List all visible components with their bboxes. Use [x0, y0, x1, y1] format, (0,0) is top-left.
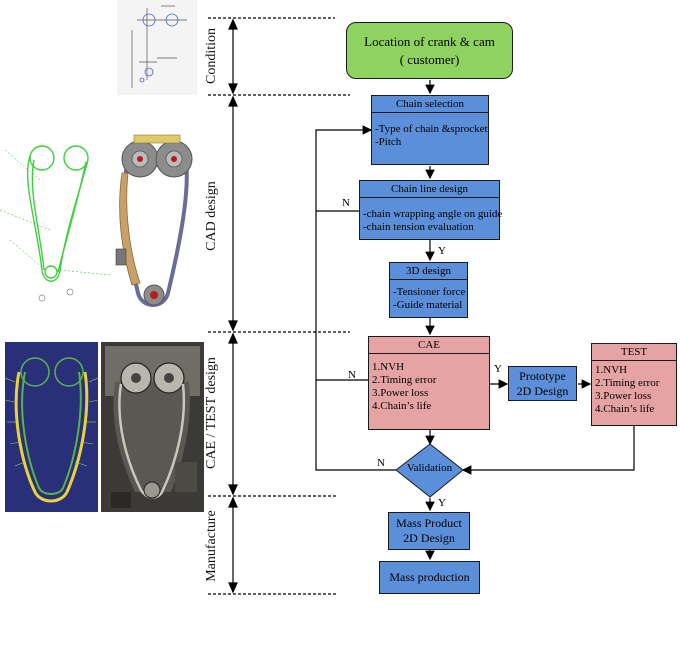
phase-span-arrows: [228, 18, 238, 594]
test-title: TEST: [592, 344, 676, 361]
phase-manufacture: Manufacture: [204, 510, 219, 582]
chain-selection-box: Chain selection -Type of chain &sprocket…: [371, 95, 489, 165]
start-line1: Location of crank & cam: [364, 34, 495, 49]
chain-selection-title: Chain selection: [372, 96, 488, 113]
mass-production-label: Mass production: [389, 570, 470, 584]
cae-box: CAE 1.NVH 2.Timing error 3.Power loss 4.…: [368, 336, 490, 430]
chain-selection-item: -Pitch: [375, 136, 402, 148]
test-item: 3.Power loss: [595, 390, 652, 402]
chain-simulation-mesh: [5, 342, 98, 512]
cae-item: 3.Power loss: [372, 387, 429, 399]
mass-product-box: Mass Product 2D Design: [388, 512, 470, 550]
chain-line-wireframe: [0, 145, 111, 302]
test-box: TEST 1.NVH 2.Timing error 3.Power loss 4…: [591, 343, 677, 426]
cae-item: 2.Timing error: [372, 374, 437, 386]
chain-line-item: -chain wrapping angle on guide: [363, 208, 503, 220]
edge-label-yes: Y: [438, 245, 446, 257]
cae-item: 4.Chain’s life: [372, 400, 432, 412]
test-item: 2.Timing error: [595, 377, 660, 389]
phase-cad-design: CAD design: [204, 181, 219, 251]
chain-line-design-box: Chain line design -chain wrapping angle …: [359, 180, 503, 240]
flow-connectors: [208, 17, 635, 595]
chain-selection-item: -Type of chain &sprocket: [375, 123, 488, 135]
design-3d-box: 3D design -Tensioner force -Guide materi…: [389, 262, 468, 318]
edge-label-no: N: [348, 369, 356, 381]
prototype-line2: 2D Design: [516, 383, 569, 398]
mass-product-line2: 2D Design: [403, 531, 455, 545]
edge-label-yes: Y: [438, 497, 446, 509]
phase-separators: [208, 17, 350, 595]
start-box: Location of crank & cam ( customer): [346, 22, 513, 79]
crank-cam-layout-drawing: [117, 0, 197, 95]
test-item: 1.NVH: [595, 364, 628, 376]
prototype-box: Prototype 2D Design: [508, 366, 577, 401]
design-3d-title: 3D design: [390, 263, 467, 280]
edge-label-no: N: [377, 457, 385, 469]
cae-item: 1.NVH: [372, 361, 405, 373]
test-item: 4.Chain’s life: [595, 403, 655, 415]
chain-line-title: Chain line design: [360, 181, 499, 198]
mass-product-line1: Mass Product: [396, 516, 462, 530]
chain-drive-cad-model: [115, 134, 193, 307]
chain-line-item: -chain tension evaluation: [363, 221, 474, 233]
cae-title: CAE: [369, 337, 489, 354]
design-3d-item: -Tensioner force: [393, 286, 466, 298]
mass-production-box: Mass production: [379, 561, 480, 594]
edge-label-yes: Y: [494, 363, 502, 375]
edge-label-no: N: [342, 197, 350, 209]
prototype-line1: Prototype: [519, 368, 566, 383]
timing-chain-engine-photo: [101, 342, 204, 512]
start-line2: ( customer): [399, 52, 460, 67]
design-3d-item: -Guide material: [393, 299, 463, 311]
validation-label: Validation: [406, 462, 453, 474]
